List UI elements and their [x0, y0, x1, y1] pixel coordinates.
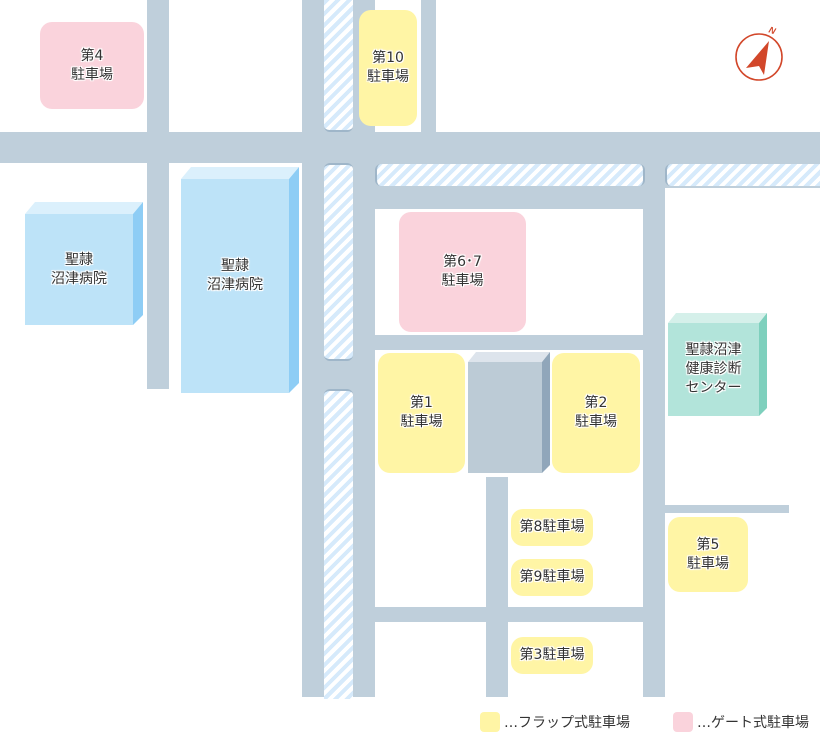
- building-label-line: 聖隷: [221, 258, 249, 274]
- building-annex: [468, 352, 550, 473]
- lot-label-line: 第6･7: [443, 254, 482, 270]
- legend-label-flap: …フラップ式駐車場: [504, 715, 630, 731]
- road-south: [375, 607, 643, 622]
- legend-label-gate: …ゲート式駐車場: [697, 715, 809, 731]
- lot-label-line: 第9駐車場: [519, 569, 585, 585]
- building-side: [759, 313, 767, 416]
- parking-lot-8[interactable]: 第8駐車場: [511, 509, 593, 546]
- building-label-line: 沼津病院: [51, 270, 107, 287]
- road-vertical-east: [643, 163, 665, 697]
- lot-label-line: 第2: [584, 395, 608, 411]
- compass-north-label: N: [767, 25, 777, 37]
- road-east-spur: [665, 505, 789, 513]
- road-middle: [375, 335, 643, 350]
- legend-swatch-gate: [673, 712, 693, 732]
- parking-lot-4[interactable]: 第4 駐車場: [40, 22, 144, 109]
- building-top: [25, 202, 143, 214]
- parking-lot-9[interactable]: 第9駐車場: [511, 559, 593, 596]
- parking-lot-1[interactable]: 第1 駐車場: [378, 353, 465, 473]
- building-hospital-main[interactable]: 聖隷 沼津病院: [181, 167, 299, 393]
- building-face: 聖隷沼津 健康診断 センター: [668, 323, 759, 416]
- legend-swatch-flap: [480, 712, 500, 732]
- sidewalk-north: [324, 0, 353, 132]
- building-hospital-west[interactable]: 聖隷 沼津病院: [25, 202, 143, 325]
- building-face: 聖隷 沼津病院: [181, 179, 289, 393]
- building-label-line: 聖隷沼津: [685, 342, 742, 358]
- building-health-center[interactable]: 聖隷沼津 健康診断 センター: [668, 313, 767, 416]
- lot-label-line: 第10: [372, 50, 404, 66]
- lot-label-line: 第3駐車場: [519, 647, 585, 663]
- sidewalk-east-upper: [375, 164, 645, 186]
- legend-flap: …フラップ式駐車場: [480, 712, 630, 732]
- building-side: [542, 352, 550, 473]
- lot-label-line: 駐車場: [400, 414, 443, 430]
- lot-label-line: 駐車場: [575, 414, 617, 430]
- legend-gate: …ゲート式駐車場: [673, 712, 809, 732]
- lot-label-line: 駐車場: [367, 69, 409, 85]
- lot-label-line: 第4: [80, 47, 104, 64]
- parking-lot-2[interactable]: 第2 駐車場: [552, 353, 640, 473]
- parking-lot-3[interactable]: 第3駐車場: [511, 637, 593, 674]
- parking-lot-10[interactable]: 第10 駐車場: [359, 10, 417, 126]
- building-top: [468, 352, 550, 362]
- building-label-line: 健康診断: [685, 361, 742, 377]
- building-label-line: 沼津病院: [207, 277, 263, 293]
- lot-label-line: 駐車場: [687, 555, 729, 572]
- building-label-line: 聖隷: [65, 251, 93, 268]
- building-label-line: センター: [685, 380, 742, 396]
- lot-label-line: 駐車場: [71, 66, 113, 83]
- building-face: [468, 362, 542, 473]
- sidewalk-central-upper: [324, 163, 353, 361]
- compass-icon: N: [735, 22, 785, 82]
- road-main-horizontal: [0, 132, 820, 163]
- lot-label-line: 駐車場: [441, 273, 484, 289]
- parking-lot-6-7[interactable]: 第6･7 駐車場: [399, 212, 526, 332]
- sidewalk-central-lower: [324, 389, 353, 699]
- road-south-spur: [486, 477, 508, 697]
- building-face: 聖隷 沼津病院: [25, 214, 133, 325]
- building-top: [181, 167, 299, 179]
- building-side: [289, 167, 299, 393]
- lot-label-line: 第5: [696, 536, 720, 553]
- road-vertical-west: [147, 0, 169, 389]
- road-hospital-link: [290, 356, 375, 389]
- parking-lot-5[interactable]: 第5 駐車場: [668, 517, 748, 592]
- lot-label-line: 第1: [410, 395, 433, 411]
- road-vertical-north-east: [421, 0, 436, 140]
- block-south-left: [375, 622, 486, 697]
- lot-label-line: 第8駐車場: [519, 519, 585, 535]
- sidewalk-east-far: [665, 164, 820, 186]
- building-top: [668, 313, 767, 323]
- building-side: [133, 202, 143, 325]
